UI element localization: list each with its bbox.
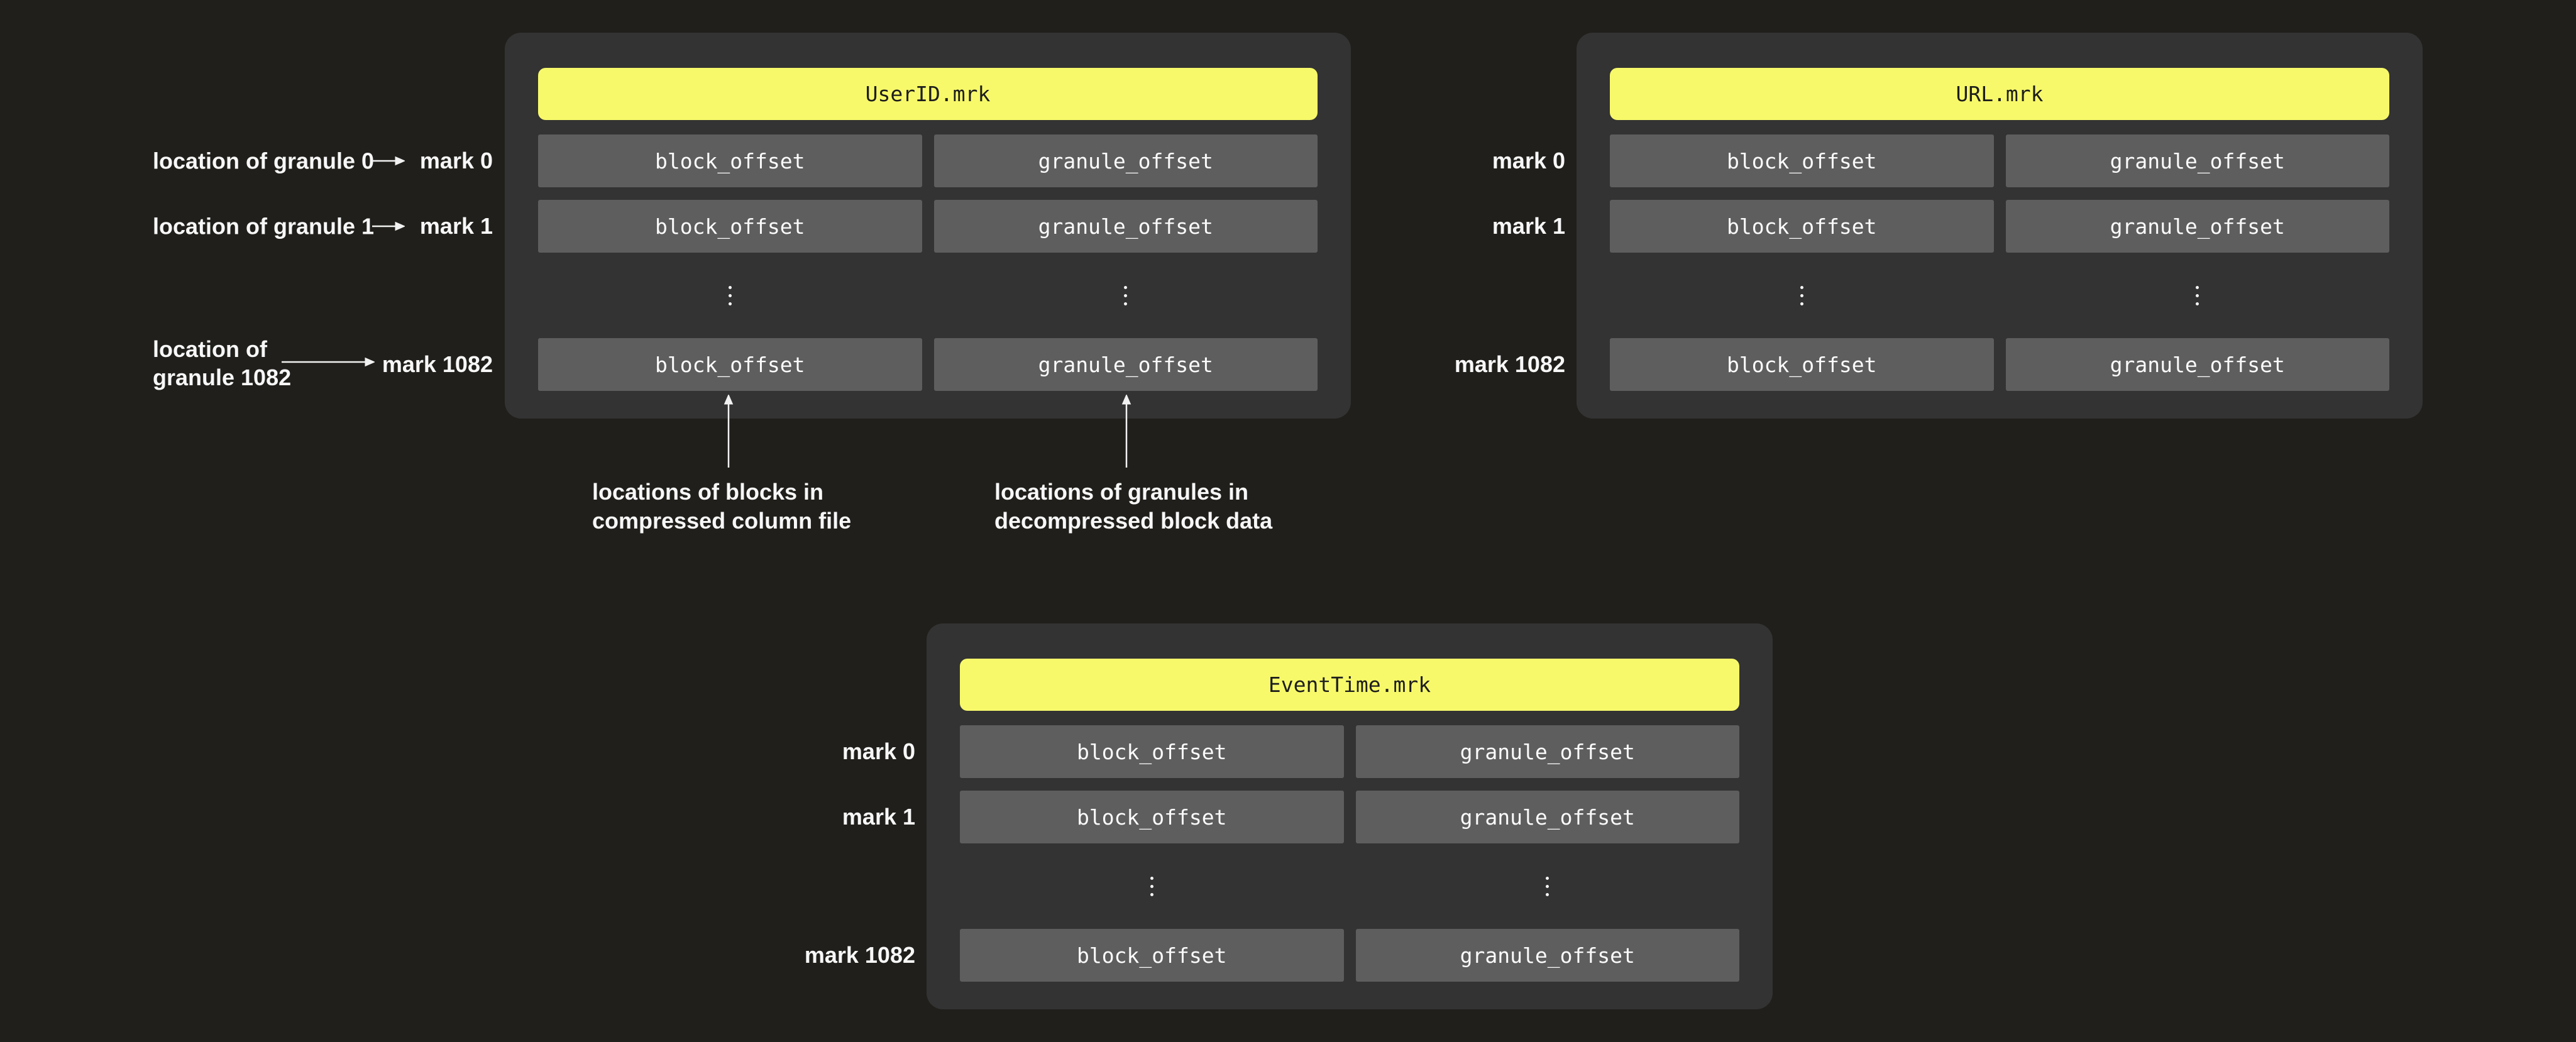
annotation-location-granule-0: location of granule 0 (153, 148, 375, 174)
right-arrow-icon (372, 221, 405, 231)
vertical-ellipsis-icon (2196, 285, 2199, 305)
right-arrow-icon (372, 156, 405, 166)
ellipsis-row (960, 843, 1739, 929)
cell-granule-offset: granule_offset (933, 200, 1318, 253)
cell-block-offset: block_offset (1610, 338, 1994, 391)
mark-label: mark 0 (842, 738, 915, 764)
vertical-ellipsis-icon (1124, 285, 1128, 305)
file-title: URL.mrk (1956, 82, 2044, 106)
mark-row: block_offset granule_offset (538, 338, 1318, 391)
cell-block-offset: block_offset (1610, 134, 1994, 187)
file-title: UserID.mrk (865, 82, 991, 106)
mark-label: mark 1082 (804, 942, 915, 968)
panel-url-mrk: URL.mrk block_offset granule_offset bloc… (1577, 33, 2423, 419)
vertical-ellipsis-icon (1800, 285, 1803, 305)
cell-granule-offset: granule_offset (2005, 134, 2389, 187)
ellipsis-row (1610, 253, 2389, 338)
annotation-line: granule 1082 (153, 365, 292, 390)
annotation-location-granule-1: location of granule 1 (153, 213, 375, 239)
panel-eventtime-mrk: EventTime.mrk block_offset granule_offse… (927, 623, 1773, 1009)
file-header-eventtime: EventTime.mrk (960, 659, 1739, 711)
note-line: locations of granules in (994, 479, 1249, 505)
file-header-url: URL.mrk (1610, 68, 2389, 120)
mark-row: block_offset granule_offset (960, 725, 1739, 778)
mark-row: block_offset granule_offset (1610, 338, 2389, 391)
mark-row: block_offset granule_offset (538, 134, 1318, 187)
cell-block-offset: block_offset (960, 725, 1344, 778)
cell-block-offset: block_offset (960, 791, 1344, 843)
vertical-ellipsis-icon (1150, 876, 1153, 896)
note-line: decompressed block data (994, 508, 1273, 534)
mark-label: mark 0 (1492, 148, 1565, 173)
cell-block-offset: block_offset (1610, 200, 1994, 253)
cell-granule-offset: granule_offset (2005, 200, 2389, 253)
note-line: compressed column file (592, 508, 852, 534)
cell-granule-offset: granule_offset (1355, 725, 1739, 778)
cell-granule-offset: granule_offset (933, 134, 1318, 187)
file-title: EventTime.mrk (1268, 672, 1431, 697)
cell-granule-offset: granule_offset (2005, 338, 2389, 391)
annotation-line: location of (153, 336, 267, 362)
cell-granule-offset: granule_offset (1355, 929, 1739, 982)
mark-row: block_offset granule_offset (1610, 200, 2389, 253)
cell-granule-offset: granule_offset (933, 338, 1318, 391)
note-granule-offsets: locations of granules in decompressed bl… (994, 478, 1272, 535)
up-arrow-icon (724, 395, 734, 468)
mark-label: mark 1082 (382, 351, 493, 377)
file-header-userid: UserID.mrk (538, 68, 1318, 120)
panel-userid-mrk: UserID.mrk block_offset granule_offset b… (505, 33, 1351, 419)
note-block-offsets: locations of blocks in compressed column… (592, 478, 851, 535)
up-arrow-icon (1121, 395, 1131, 468)
vertical-ellipsis-icon (1546, 876, 1549, 896)
mark-row: block_offset granule_offset (960, 791, 1739, 843)
mark-label: mark 1 (419, 213, 493, 239)
annotation-location-granule-1082: location of granule 1082 (153, 335, 291, 392)
ellipsis-row (538, 253, 1318, 338)
mark-label: mark 1 (1492, 213, 1565, 239)
cell-block-offset: block_offset (538, 200, 922, 253)
right-arrow-icon (282, 357, 375, 367)
mark-row: block_offset granule_offset (1610, 134, 2389, 187)
cell-block-offset: block_offset (538, 338, 922, 391)
note-line: locations of blocks in (592, 479, 824, 505)
vertical-ellipsis-icon (728, 285, 732, 305)
mark-row: block_offset granule_offset (538, 200, 1318, 253)
mark-label: mark 0 (419, 148, 493, 173)
mark-label: mark 1082 (1454, 351, 1565, 377)
mark-row: block_offset granule_offset (960, 929, 1739, 982)
cell-granule-offset: granule_offset (1355, 791, 1739, 843)
mark-label: mark 1 (842, 804, 915, 830)
cell-block-offset: block_offset (960, 929, 1344, 982)
cell-block-offset: block_offset (538, 134, 922, 187)
